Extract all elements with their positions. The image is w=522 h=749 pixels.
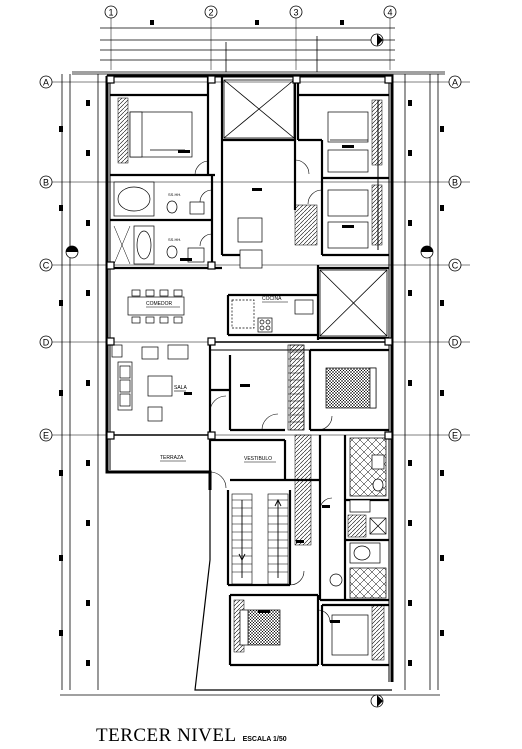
shaft-right <box>319 269 388 337</box>
bed-top-right-2 <box>327 189 369 249</box>
svg-text:C: C <box>43 261 50 271</box>
section-marker-right <box>420 245 434 259</box>
drawing-scale: ESCALA 1/50 <box>242 736 287 743</box>
room-label-vestibulo: VESTIBULO <box>244 456 272 462</box>
svg-text:3: 3 <box>293 8 298 18</box>
svg-text:E: E <box>43 431 49 441</box>
room-label-sala: SALA <box>174 385 187 391</box>
row-bubble-a-right: A <box>448 75 462 89</box>
dimension-lines-sides <box>60 74 440 696</box>
bed-bottom <box>239 609 281 646</box>
column-bubble-2: 2 <box>204 5 218 19</box>
row-bubble-e-left: E <box>39 428 53 442</box>
svg-text:A: A <box>43 78 49 88</box>
room-label-comedor: COMEDOR <box>146 301 173 307</box>
structural-columns <box>106 75 393 440</box>
svg-text:E: E <box>452 431 458 441</box>
stair-lower <box>231 493 289 585</box>
door-swings <box>194 159 333 623</box>
row-bubble-d-left: D <box>39 335 53 349</box>
dimension-lines-top <box>72 27 445 75</box>
shaft-top-center <box>223 79 295 139</box>
bed-top-left <box>129 111 193 158</box>
room-label-sshh-1: SS.HH. <box>168 192 181 197</box>
room-label-cocina: COCINA <box>262 296 282 302</box>
column-bubble-1: 1 <box>104 5 118 19</box>
bed-hatched-middle <box>325 367 377 409</box>
svg-text:2: 2 <box>208 8 213 18</box>
bath-fixtures-right <box>329 437 387 599</box>
row-bubble-c-right: C <box>448 258 462 272</box>
dining-set <box>127 289 185 324</box>
bath-fixtures-left <box>113 181 205 265</box>
column-bubble-3: 3 <box>289 5 303 19</box>
svg-text:B: B <box>43 178 49 188</box>
column-bubble-4: 4 <box>383 5 397 19</box>
drawing-title: TERCER NIVEL ESCALA 1/50 <box>96 725 287 747</box>
svg-text:1: 1 <box>108 8 113 18</box>
row-bubble-b-right: B <box>448 175 462 189</box>
row-bubble-a-left: A <box>39 75 53 89</box>
svg-text:D: D <box>452 338 459 348</box>
row-bubble-b-left: B <box>39 175 53 189</box>
section-marker-left <box>65 245 79 259</box>
row-bubble-d-right: D <box>448 335 462 349</box>
svg-text:4: 4 <box>387 8 392 18</box>
section-marker-top <box>370 33 384 47</box>
kitchen-fixtures <box>231 217 314 333</box>
bed-top-right-1 <box>327 111 369 173</box>
living-furniture <box>111 344 189 422</box>
row-bubble-c-left: C <box>39 258 53 272</box>
stair-upper <box>287 344 305 431</box>
room-label-terraza: TERRAZA <box>160 455 184 461</box>
section-marker-bottom <box>370 694 384 708</box>
svg-text:A: A <box>452 78 458 88</box>
label-underlines <box>146 301 288 463</box>
drawing-title-text: TERCER NIVEL <box>96 725 237 746</box>
svg-text:B: B <box>452 178 458 188</box>
level-markers <box>178 145 354 623</box>
svg-text:D: D <box>43 338 50 348</box>
svg-text:C: C <box>452 261 459 271</box>
dimension-ticks <box>59 20 444 666</box>
room-label-sshh-2: SS.HH. <box>168 237 181 242</box>
row-bubble-e-right: E <box>448 428 462 442</box>
